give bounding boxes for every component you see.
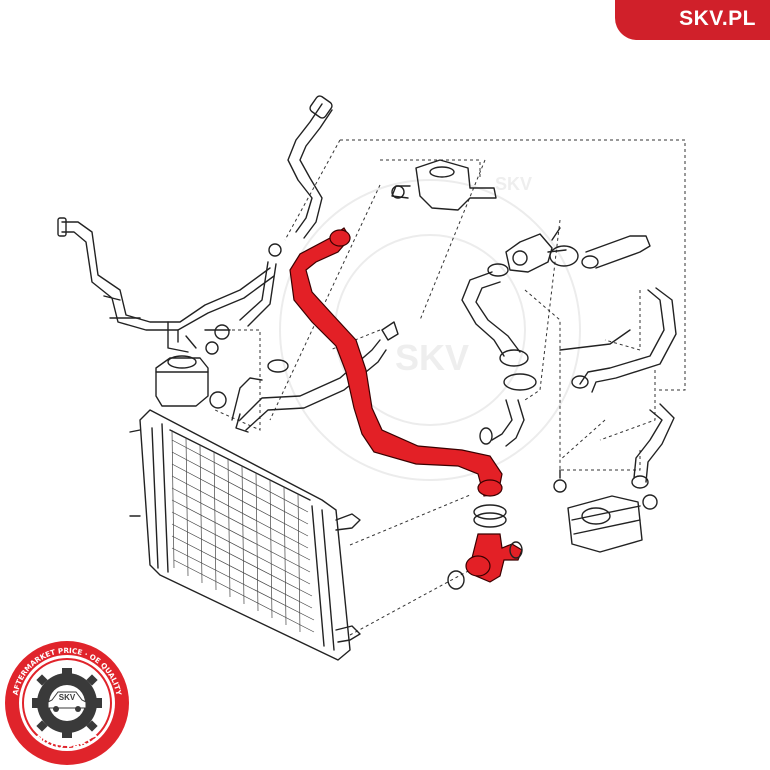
- highlighted-hose: [289, 227, 503, 497]
- heater-pipes: [57, 217, 275, 355]
- highlighted-t-fitting: [447, 504, 523, 590]
- watermark-text: SKV: [395, 337, 469, 378]
- lower-transverse-hose: [209, 321, 399, 433]
- upper-bypass-hose: [239, 95, 333, 327]
- right-hose-group: [461, 227, 677, 510]
- oil-cooler: [553, 469, 643, 553]
- car-icon: [47, 691, 87, 712]
- radiator: [129, 409, 361, 661]
- watermark-text-small: SKV: [495, 174, 532, 194]
- thermostat-housing: [391, 159, 497, 211]
- radiator-fins: [171, 429, 315, 633]
- seal-center-text: SKV: [59, 693, 76, 702]
- dashed-leader-lines: [214, 139, 686, 636]
- expansion-tank: [155, 335, 209, 407]
- brand-tab: SKV.PL: [615, 0, 770, 40]
- brand-site-label: SKV.PL: [679, 7, 756, 30]
- quality-seal: AFTERMARKET PRICE · OE QUALITY AUTO PART…: [5, 641, 129, 765]
